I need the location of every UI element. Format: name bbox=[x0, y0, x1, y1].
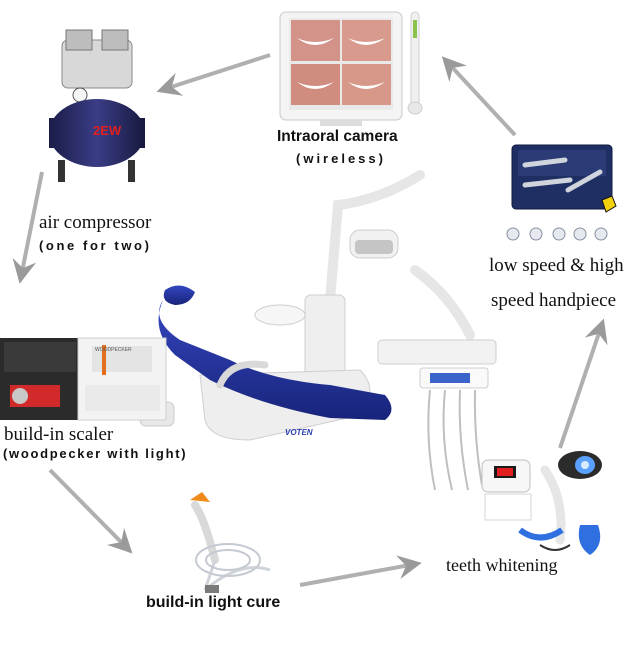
arrow-compressor-to-scaler bbox=[12, 171, 44, 284]
camera-wand bbox=[407, 11, 423, 115]
scaler-title: build-in scaler bbox=[4, 424, 114, 445]
compressor-badge: 2EW bbox=[93, 123, 122, 138]
arrow-camera-to-compressor bbox=[156, 53, 271, 96]
teeth-whitening-label: teeth whitening bbox=[446, 555, 558, 575]
arrow-handpiece-to-camera bbox=[441, 56, 517, 137]
dental-chair bbox=[139, 170, 497, 491]
camera-title: Intraoral camera bbox=[277, 128, 398, 145]
scaler-brand: WOODPECKER bbox=[95, 347, 132, 353]
chair-brand: VOTEN bbox=[285, 428, 313, 437]
air-compressor bbox=[49, 29, 145, 182]
handpiece-label-line2: speed handpiece bbox=[491, 290, 617, 311]
arrow-whitening-to-handpiece bbox=[558, 318, 608, 449]
scaler-subtitle: (woodpecker with light) bbox=[3, 446, 188, 461]
compressor-subtitle: (one for two) bbox=[39, 238, 152, 253]
arrow-scaler-to-lightcure bbox=[48, 468, 133, 554]
scaler-unit bbox=[0, 337, 167, 421]
arrows bbox=[12, 53, 608, 587]
light-cure-device bbox=[190, 492, 271, 593]
handpiece-kit bbox=[506, 144, 617, 241]
compressor-title: air compressor bbox=[39, 212, 152, 233]
camera-subtitle: (wireless) bbox=[296, 151, 386, 166]
handpiece-label-line1: low speed & high bbox=[489, 255, 624, 276]
teeth-whitening-device bbox=[481, 451, 602, 555]
light-cure-label: build-in light cure bbox=[146, 594, 281, 611]
camera-monitor bbox=[279, 11, 403, 126]
arrow-lightcure-to-whitening bbox=[299, 555, 422, 587]
